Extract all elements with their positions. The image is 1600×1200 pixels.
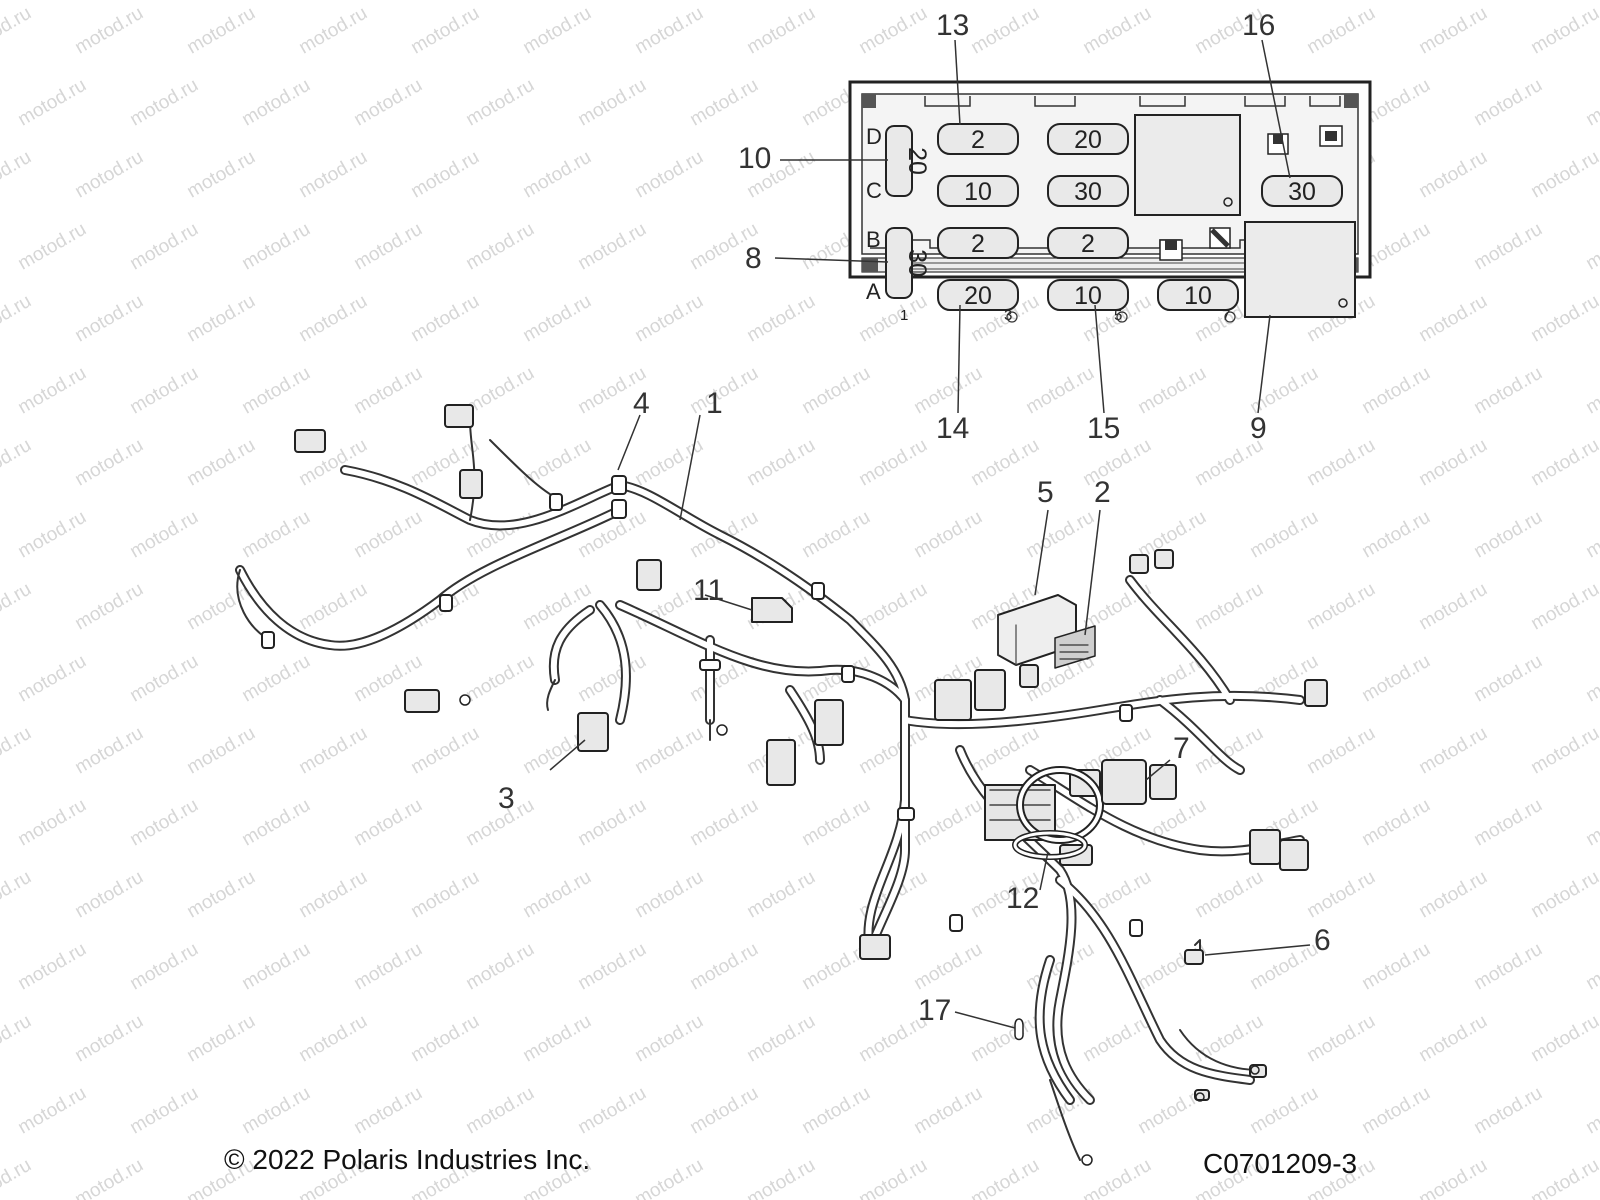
terminal-num-7: 7 — [1222, 307, 1230, 324]
callout-13: 13 — [936, 9, 969, 42]
relay-block-upper — [1134, 114, 1241, 216]
fuse-slot-b1: 2 — [937, 227, 1019, 259]
callout-5: 5 — [1037, 476, 1054, 509]
svg-text:30: 30 — [1074, 178, 1102, 206]
svg-text:10: 10 — [964, 178, 992, 206]
fuse-slot-a2: 10 — [1047, 279, 1129, 311]
fuse-slot-right: 30 — [1261, 175, 1343, 207]
terminal-num-5: 5 — [1114, 307, 1122, 324]
callout-2: 2 — [1094, 476, 1111, 509]
callout-3: 3 — [498, 782, 515, 815]
relay-part-7 — [1101, 759, 1147, 805]
row-label-b: B — [866, 227, 881, 252]
svg-text:10: 10 — [1074, 282, 1102, 310]
terminal-num-3: 3 — [1004, 307, 1012, 324]
fuse-slot-b2: 2 — [1047, 227, 1129, 259]
fuse-box: 20 30 D C B A 2 20 10 30 2 2 — [848, 80, 1372, 324]
callouts: 1 2 3 4 5 6 7 8 9 10 11 12 13 14 15 16 1… — [498, 9, 1331, 1027]
callout-16: 16 — [1242, 9, 1275, 42]
row-label-d: D — [866, 124, 882, 149]
callout-7: 7 — [1173, 732, 1190, 765]
callout-11: 11 — [693, 574, 724, 607]
wiring-harness — [235, 404, 1328, 1166]
terminal-num-1: 1 — [900, 307, 908, 324]
relay-block-lower — [1244, 221, 1356, 318]
row-label-a: A — [866, 279, 881, 304]
fuse-slot-d2: 20 — [1047, 123, 1129, 155]
fuse-slot-d1: 2 — [937, 123, 1019, 155]
part-17-clip — [1014, 1018, 1024, 1041]
callout-4: 4 — [633, 387, 650, 420]
fuse-slot-c1: 10 — [937, 175, 1019, 207]
part-code: C0701209-3 — [1203, 1148, 1358, 1179]
callout-8: 8 — [745, 242, 762, 275]
copyright-text: © 2022 Polaris Industries Inc. — [224, 1144, 591, 1175]
callout-12: 12 — [1006, 882, 1039, 915]
callout-6: 6 — [1314, 924, 1331, 957]
part-2-decal — [1054, 625, 1096, 669]
callout-9: 9 — [1250, 412, 1267, 445]
leader-lines — [549, 39, 1311, 1029]
svg-text:2: 2 — [1081, 230, 1095, 258]
callout-14: 14 — [936, 412, 969, 445]
svg-text:2: 2 — [971, 230, 985, 258]
svg-text:20: 20 — [1074, 126, 1102, 154]
part-11-bracket — [751, 597, 793, 623]
callout-17: 17 — [918, 994, 951, 1027]
callout-1: 1 — [706, 387, 723, 420]
fuse-vertical-bottom: 30 — [903, 249, 931, 277]
fuse-slot-a1: 20 — [937, 279, 1019, 311]
fuse-vertical-top: 20 — [903, 147, 931, 175]
fuse-slot-c2: 30 — [1047, 175, 1129, 207]
svg-text:30: 30 — [1288, 178, 1316, 206]
callout-10: 10 — [738, 142, 771, 175]
fuse-slot-a3: 10 — [1157, 279, 1239, 311]
row-label-c: C — [866, 178, 882, 203]
svg-text:2: 2 — [971, 126, 985, 154]
callout-15: 15 — [1087, 412, 1120, 445]
svg-text:10: 10 — [1184, 282, 1212, 310]
svg-text:20: 20 — [964, 282, 992, 310]
